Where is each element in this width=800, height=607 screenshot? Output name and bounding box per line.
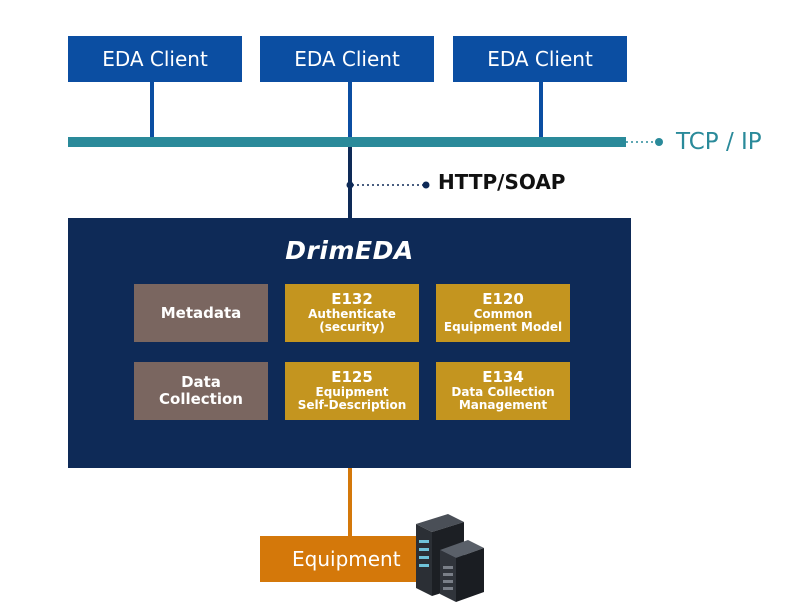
module-metadata: Metadata (134, 284, 268, 342)
module-e132-desc-2: (security) (319, 320, 385, 335)
module-e125-code: E125 (331, 368, 373, 387)
eda-client-box-2: EDA Client (260, 36, 434, 82)
drimeda-server: DrimEDA Metadata E132 Authenticate (secu… (68, 218, 631, 468)
module-e132-code: E132 (331, 290, 373, 309)
eda-client-box-1: EDA Client (68, 36, 242, 82)
module-data-collection-line-1: Data (181, 373, 221, 392)
module-e132-desc-1: Authenticate (308, 306, 396, 321)
module-e134: E134 Data Collection Management (436, 362, 570, 420)
module-e125-desc-2: Self-Description (297, 398, 407, 413)
equipment-box: Equipment (260, 536, 432, 582)
module-e120: E120 Common Equipment Model (436, 284, 570, 342)
http-leader-end-dot (422, 181, 430, 189)
module-e132: E132 Authenticate (security) (285, 284, 419, 342)
eda-client-box-3: EDA Client (453, 36, 627, 82)
module-e134-code: E134 (482, 368, 524, 387)
module-e134-desc-1: Data Collection (451, 384, 555, 399)
module-metadata-label: Metadata (160, 303, 242, 322)
http-leader-start-dot (346, 181, 354, 189)
module-data-collection-line-2: Collection (159, 390, 243, 408)
bus-label-dot (655, 138, 663, 146)
http-soap-label: HTTP/SOAP (438, 170, 566, 194)
module-e120-code: E120 (482, 290, 524, 309)
server-rack-icon (416, 514, 484, 602)
module-e125: E125 Equipment Self-Description (285, 362, 419, 420)
server-title: DrimEDA (285, 236, 414, 265)
module-e134-desc-2: Management (458, 398, 548, 413)
tcp-ip-label: TCP / IP (676, 129, 762, 155)
module-e120-desc-1: Common (473, 306, 533, 321)
module-e120-desc-2: Equipment Model (443, 320, 563, 335)
module-e125-desc-1: Equipment (315, 384, 389, 399)
tcp-ip-bus (68, 137, 626, 147)
module-data-collection: Data Collection (134, 362, 268, 420)
